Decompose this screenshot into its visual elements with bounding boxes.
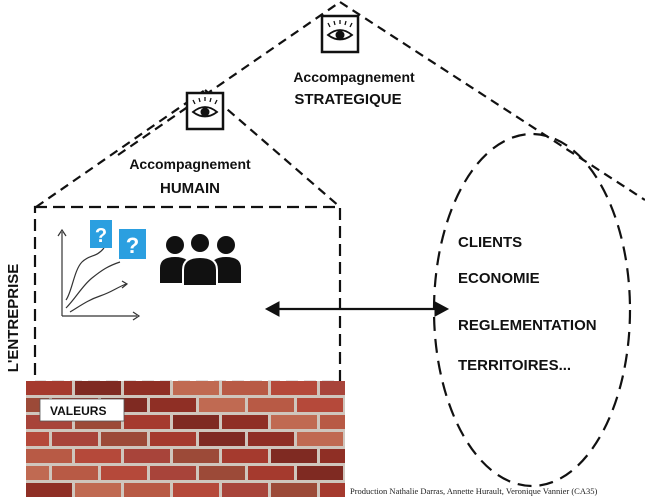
- question-card: ?: [119, 229, 146, 259]
- environment-item-clients: CLIENTS: [458, 234, 522, 251]
- strategic-label-line1: Accompagnement: [293, 69, 415, 85]
- svg-text:?: ?: [126, 233, 139, 258]
- human-label-line1: Accompagnement: [129, 156, 251, 172]
- company-label: L'ENTREPRISE: [5, 264, 22, 373]
- credit-text: Production Nathalie Darras, Annette Hura…: [350, 486, 597, 496]
- people-group-icon: [160, 232, 241, 287]
- brick-wall: [26, 381, 345, 497]
- double-arrow-icon: [264, 301, 450, 317]
- environment-item-economie: ECONOMIE: [458, 270, 540, 287]
- environment-item-territoires: TERRITOIRES...: [458, 357, 571, 374]
- company-box: [33, 205, 342, 384]
- svg-text:VALEURS: VALEURS: [50, 404, 106, 418]
- human-roof: [35, 89, 341, 208]
- eye-icon: [320, 14, 360, 54]
- growth-chart-icon: [57, 228, 141, 321]
- eye-icon: [185, 91, 225, 131]
- strategic-roof: [117, 1, 645, 201]
- human-label-line2: HUMAIN: [160, 180, 220, 197]
- svg-text:?: ?: [95, 225, 107, 247]
- environment-ellipse: [432, 132, 632, 488]
- strategic-label-line2: STRATEGIQUE: [294, 91, 401, 108]
- question-card: ?: [90, 220, 112, 248]
- values-label: VALEURS: [39, 398, 125, 422]
- environment-item-reglementation: REGLEMENTATION: [458, 317, 597, 334]
